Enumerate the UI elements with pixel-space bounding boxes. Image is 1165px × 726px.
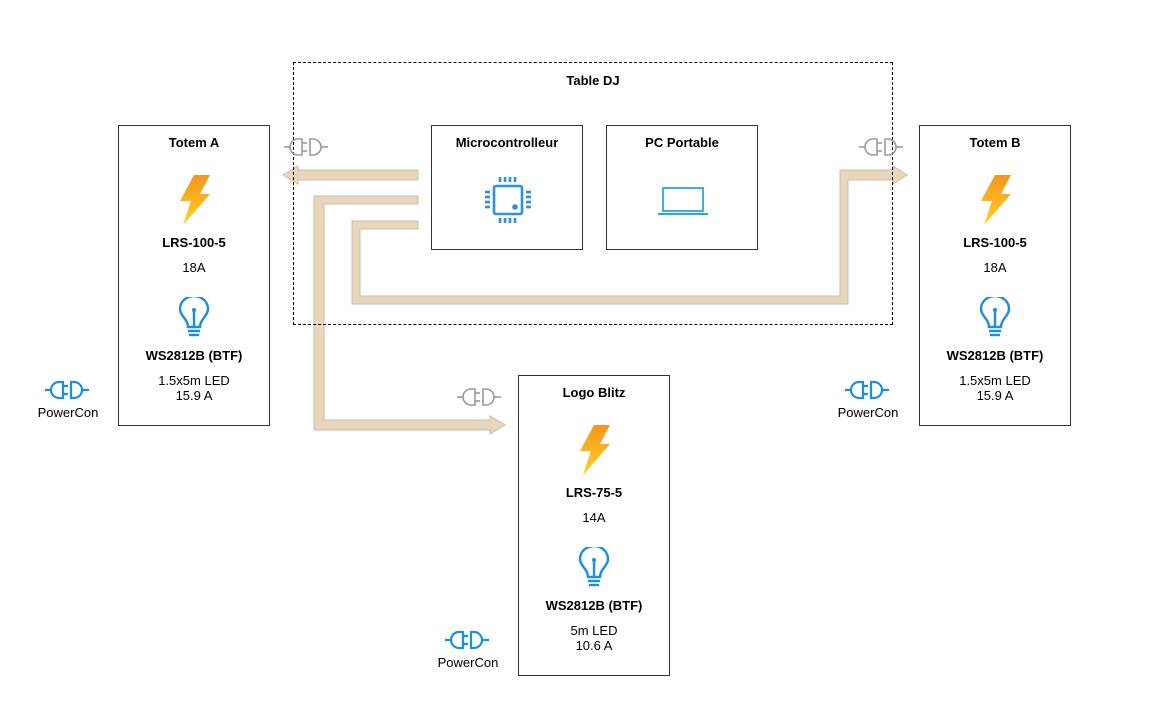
led-length: 1.5x5m LED (158, 373, 230, 388)
led-model: WS2812B (BTF) (545, 598, 643, 613)
plug-icon (859, 138, 903, 156)
power-plug-icon (445, 630, 489, 650)
arrow-to-logo-blitz (313, 195, 506, 435)
totem-a-node[interactable]: Totem A LRS-100-5 18A WS2812B (BTF) 1.5x… (118, 125, 270, 426)
led-model: WS2812B (BTF) (145, 348, 243, 363)
plug-icon (457, 388, 501, 406)
microchip-icon (485, 177, 531, 223)
arrow-to-totem-a (282, 165, 419, 185)
laptop-node[interactable]: PC Portable (606, 125, 758, 250)
node-title: PC Portable (645, 135, 719, 150)
totem-b-node[interactable]: Totem B LRS-100-5 18A WS2812B (BTF) 1.5x… (919, 125, 1071, 426)
powercon-totem-a[interactable]: PowerCon (28, 379, 108, 424)
psu-current: 14A (582, 510, 606, 525)
psu-current: 18A (182, 260, 206, 275)
power-plug-icon (45, 380, 89, 400)
laptop-icon (658, 187, 708, 215)
powercon-label: PowerCon (437, 655, 499, 670)
light-bulb-icon (979, 297, 1011, 337)
node-title: Totem B (969, 135, 1021, 150)
node-title: Logo Blitz (562, 385, 626, 400)
table-dj-group: Table DJ (293, 62, 893, 325)
led-model: WS2812B (BTF) (946, 348, 1044, 363)
power-plug-icon (845, 380, 889, 400)
powercon-logo-blitz[interactable]: PowerCon (428, 629, 508, 674)
lightning-bolt-icon (981, 175, 1011, 225)
node-title: Totem A (168, 135, 220, 150)
powercon-totem-b[interactable]: PowerCon (828, 379, 908, 424)
plug-icon (284, 138, 328, 156)
microcontroller-node[interactable]: Microcontrolleur (431, 125, 583, 250)
arrow-to-totem-b (351, 165, 908, 305)
lightning-bolt-icon (180, 175, 210, 225)
light-bulb-icon (178, 297, 210, 337)
psu-model: LRS-100-5 (963, 235, 1027, 250)
led-length: 5m LED (570, 623, 618, 638)
powercon-label: PowerCon (837, 405, 899, 420)
lightning-bolt-icon (580, 425, 610, 475)
psu-model: LRS-100-5 (162, 235, 226, 250)
led-current: 15.9 A (175, 388, 213, 403)
led-current: 15.9 A (976, 388, 1014, 403)
light-bulb-icon (578, 547, 610, 587)
group-title: Table DJ (566, 73, 620, 88)
logo-blitz-node[interactable]: Logo Blitz LRS-75-5 14A WS2812B (BTF) 5m… (518, 375, 670, 676)
led-current: 10.6 A (575, 638, 613, 653)
psu-current: 18A (983, 260, 1007, 275)
led-length: 1.5x5m LED (959, 373, 1031, 388)
node-title: Microcontrolleur (455, 135, 559, 150)
psu-model: LRS-75-5 (565, 485, 623, 500)
powercon-label: PowerCon (37, 405, 99, 420)
